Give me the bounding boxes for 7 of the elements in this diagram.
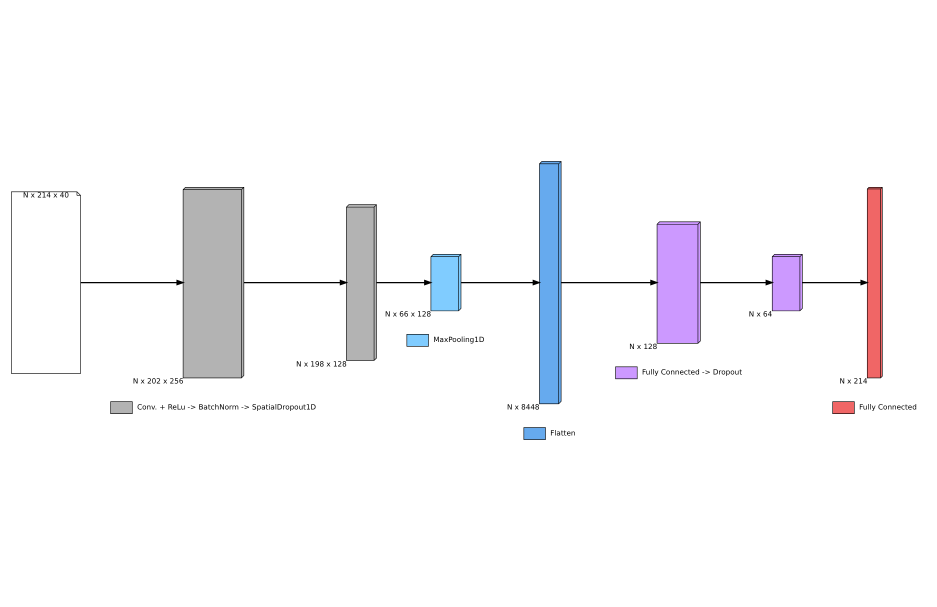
- arrow: [244, 280, 348, 286]
- arrow: [700, 280, 774, 286]
- arrow: [376, 280, 433, 286]
- arrow: [80, 280, 185, 286]
- arrow: [802, 280, 869, 286]
- arrow: [561, 280, 659, 286]
- arrow: [461, 280, 542, 286]
